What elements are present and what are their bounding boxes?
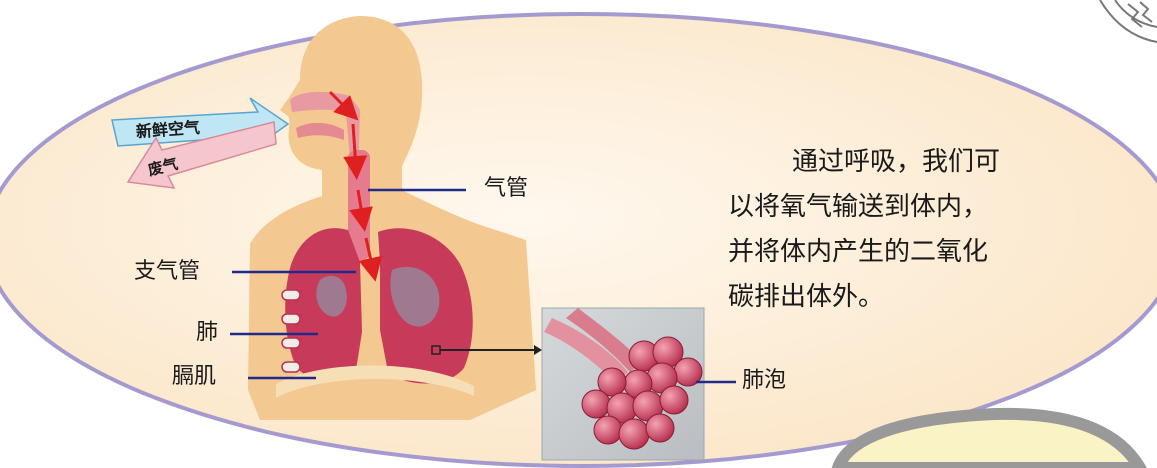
diaphragm-label: 膈肌 bbox=[172, 366, 216, 388]
lung-label: 肺 bbox=[196, 322, 218, 344]
fresh-air-label: 新鲜空气 bbox=[136, 120, 201, 140]
bronchus-label: 支气管 bbox=[134, 261, 200, 283]
corner-decoration bbox=[1100, 0, 1157, 42]
description-line: 碳排出体外。 bbox=[728, 275, 1088, 320]
description-line: 并将体内产生的二氧化 bbox=[728, 230, 1088, 275]
description-text: 通过呼吸，我们可 以将氧气输送到体内， 并将体内产生的二氧化 碳排出体外。 bbox=[728, 140, 1088, 320]
description-line: 通过呼吸，我们可 bbox=[728, 140, 1088, 185]
trachea-label: 气管 bbox=[484, 178, 528, 200]
alveoli-label: 肺泡 bbox=[742, 370, 786, 392]
description-line: 以将氧气输送到体内， bbox=[728, 185, 1088, 230]
